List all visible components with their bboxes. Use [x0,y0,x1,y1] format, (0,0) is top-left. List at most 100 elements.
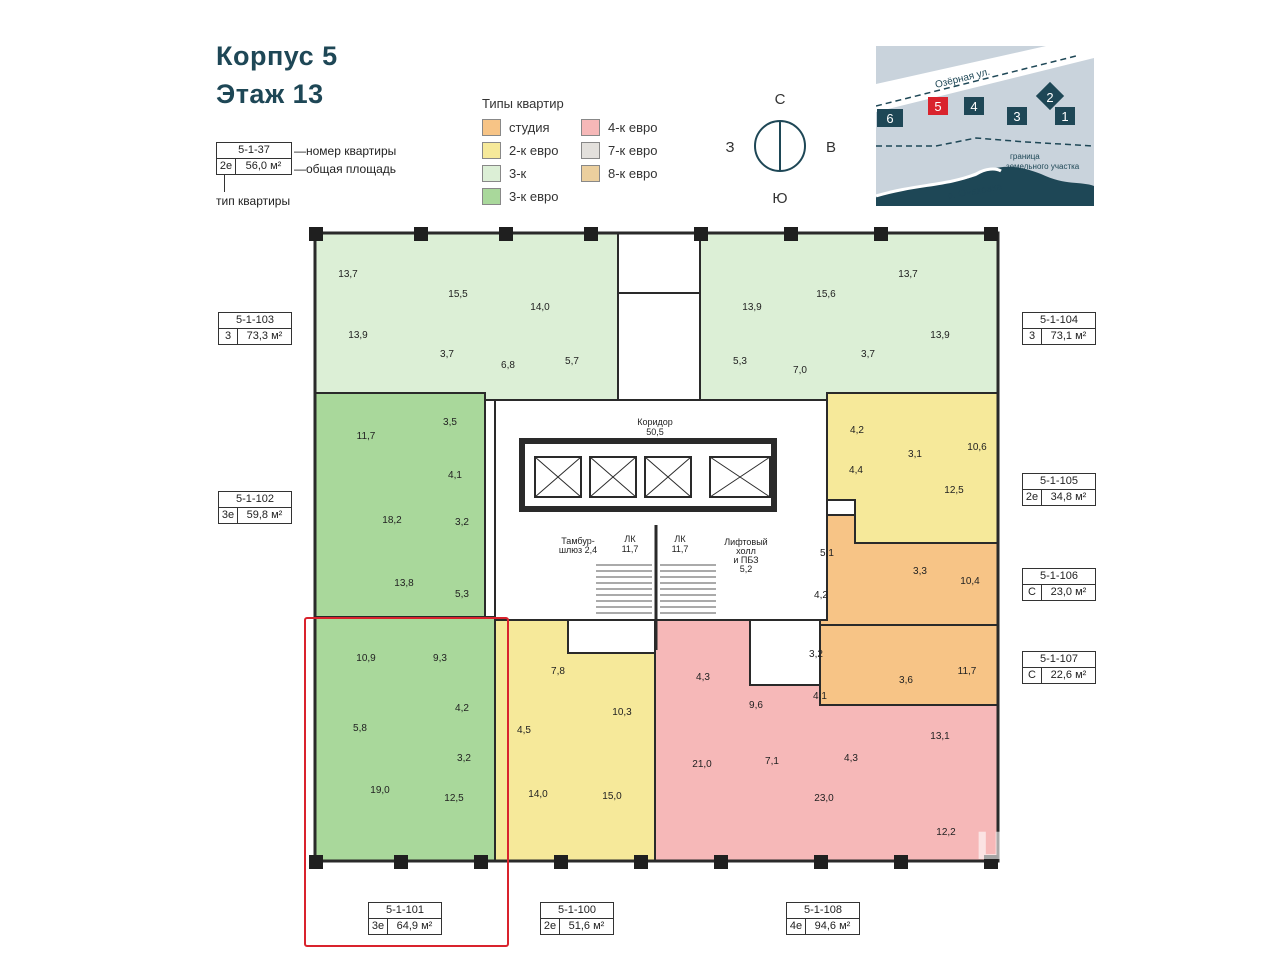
room-area-label: 4,3 [844,753,858,764]
room-area-label: 3,2 [455,517,469,528]
common-area-label: 11,7 [672,544,689,554]
svg-text:5: 5 [934,99,941,114]
room-area-label: 3,1 [908,449,922,460]
room-area-label: 18,2 [382,515,402,526]
room-area-label: 4,1 [813,691,827,702]
site-map: Озёрная ул. р. Очаковка граница земельно… [876,46,1094,206]
legend-studio: студия [482,119,550,136]
structural-column [499,227,513,241]
apartment-number: 5-1-104 [1023,313,1095,329]
legend-title: Типы квартир [482,96,564,111]
room-area-label: 21,0 [692,759,712,770]
room-area-label: 3,7 [861,349,875,360]
structural-column [394,855,408,869]
common-area-label: 11,7 [622,544,639,554]
apartment-zone-a107[interactable] [819,624,999,706]
room-area-label: 13,8 [394,578,414,589]
selected-apartment-highlight [304,617,509,947]
apartment-area: 73,3 м² [246,330,283,342]
site-building-6: 6 [877,109,903,127]
room-area-label: 14,0 [530,302,550,313]
apartment-number: 5-1-108 [787,903,859,919]
room-area-label: 3,5 [443,417,457,428]
common-area-label: ЛК [624,534,636,544]
apartment-number: 5-1-101 [369,903,441,919]
room-area-label: 4,1 [448,470,462,481]
site-building-1: 1 [1055,107,1075,125]
staircase [660,564,716,614]
room-area-label: 5,3 [455,589,469,600]
structural-column [984,855,998,869]
svg-text:2: 2 [1046,90,1053,105]
room-area-label: 4,3 [696,672,710,683]
apartment-type: С [1023,668,1042,683]
room-area-label: 10,9 [356,653,376,664]
room-area-label: 3,2 [809,649,823,660]
watermark: циан [975,813,1100,871]
room-area-label: 10,6 [967,442,987,453]
apartment-area: 22,6 м² [1050,669,1087,681]
apartment-type: С [1023,585,1042,600]
site-building-5: 5 [928,97,948,115]
room-area-label: 13,9 [348,330,368,341]
room-area-label: 6,8 [501,360,515,371]
apartment-area: 23,0 м² [1050,586,1087,598]
structural-column [894,855,908,869]
apartment-type: 2е [541,919,560,934]
structural-column [874,227,888,241]
common-area-label: 50,5 [646,427,664,437]
structural-column [714,855,728,869]
room-area-label: 7,0 [793,365,807,376]
room-area-label: 5,3 [733,356,747,367]
apartment-area: 59,8 м² [246,509,283,521]
room-area-label: 5,1 [820,548,834,559]
site-building-3: 3 [1007,107,1027,125]
apartment-number: 5-1-105 [1023,474,1095,490]
floor-title: Этаж 13 [216,79,324,109]
apartment-zone-a104[interactable] [699,232,999,401]
compass-e: В [826,139,836,156]
lift-core-wall [519,438,777,512]
room-area-label: 13,9 [742,302,762,313]
key-area-label: —общая площадь [294,162,397,176]
room-area-label: 13,9 [930,330,950,341]
lift-shaft [534,456,582,498]
boundary-label-2: земельного участка [1006,162,1080,171]
room-area-label: 12,5 [444,793,464,804]
structural-column [309,855,323,869]
room-area-label: 5,7 [565,356,579,367]
apartment-number: 5-1-106 [1023,569,1095,585]
room-area-label: 9,6 [749,700,763,711]
common-area-label: холл [736,546,756,556]
structural-column [784,227,798,241]
legend-3k-euro: 3-к евро [482,188,558,205]
key-type-label: тип квартиры [216,194,291,208]
room-area-label: 4,2 [850,425,864,436]
common-area-label: 5,2 [740,564,753,574]
room-area-label: 4,5 [517,725,531,736]
apartment-type: 3 [1023,329,1042,344]
room-area-label: 13,1 [930,731,950,742]
site-building-4: 4 [964,97,984,115]
room-area-label: 7,1 [765,756,779,767]
apartment-zone-a103[interactable] [314,232,619,401]
lift-shaft [589,456,637,498]
structural-column [554,855,568,869]
common-area-label: и ПБЗ [733,555,758,565]
legend-3k: 3-к [482,165,526,182]
room-area-label: 3,2 [457,753,471,764]
apartment-type: 2е [1023,490,1042,505]
room-area-label: 3,7 [440,349,454,360]
room-area-label: 12,2 [936,827,956,838]
legend-4k-euro: 4-к евро [581,119,657,136]
structural-column [584,227,598,241]
